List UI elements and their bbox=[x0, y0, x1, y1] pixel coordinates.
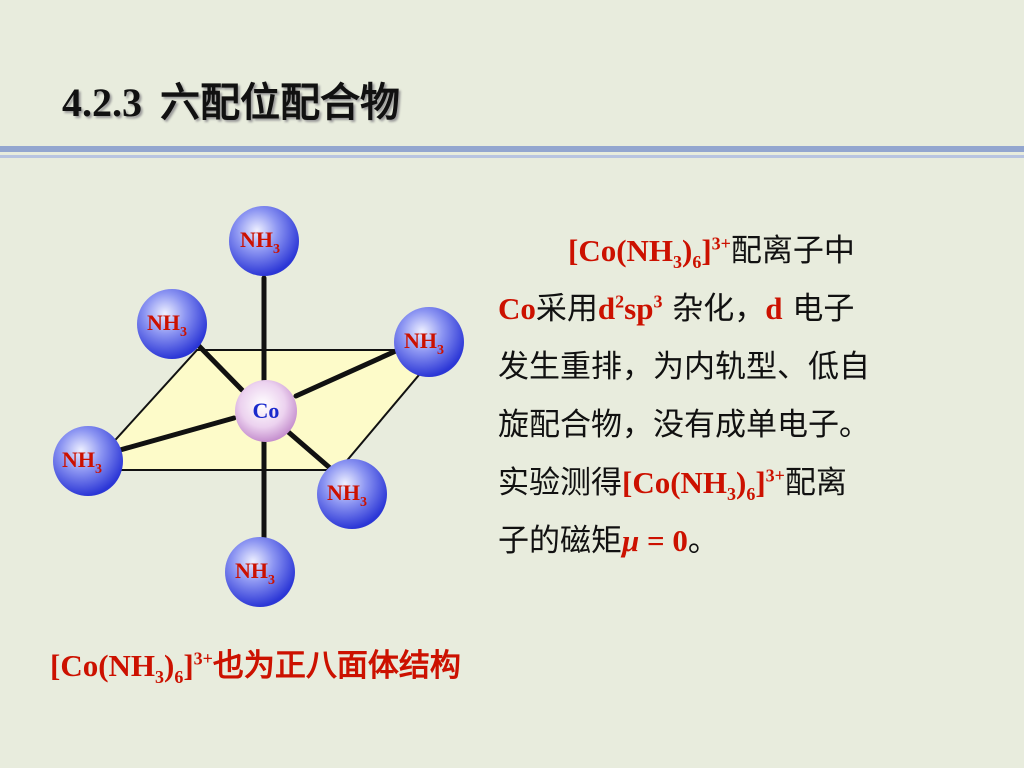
svg-text:NH3: NH3 bbox=[327, 480, 367, 510]
ligand-bottom: NH3 bbox=[225, 537, 295, 607]
desc-line-3: 发生重排，为内轨型、低自 bbox=[498, 349, 870, 385]
center-ball bbox=[235, 380, 297, 442]
octahedral-diagram: NH3 NH3 NH3 NH3 NH3 NH3 Co bbox=[53, 206, 464, 607]
page-title: 4.2.3 六配位配合物 bbox=[62, 70, 400, 128]
ligand-ball bbox=[229, 206, 299, 276]
ligand-lower-right: NH3 bbox=[317, 459, 387, 529]
desc-line-5: 实验测得[Co(NH3)6]3+配离 bbox=[498, 465, 847, 505]
ligand-ball bbox=[225, 537, 295, 607]
ligand-upper-left: NH3 bbox=[137, 289, 207, 359]
bonds bbox=[117, 275, 401, 541]
svg-text:NH3: NH3 bbox=[235, 558, 275, 588]
section-title: 六配位配合物 bbox=[160, 79, 400, 126]
ligand-ball bbox=[317, 459, 387, 529]
ligand-ball bbox=[394, 307, 464, 377]
central-atom: Co bbox=[235, 380, 297, 442]
ligand-upper-right: NH3 bbox=[394, 307, 464, 377]
title-underline-thin bbox=[0, 155, 1024, 158]
bond-lower-left bbox=[117, 415, 237, 453]
description-text: [Co(NH3)6]3+配离子中 Co采用d2sp3 杂化，d 电子 发生重排，… bbox=[498, 222, 978, 570]
ligand-ball bbox=[53, 426, 123, 496]
svg-text:NH3: NH3 bbox=[240, 227, 280, 257]
desc-line-2: Co采用d2sp3 杂化，d 电子 bbox=[498, 291, 855, 327]
desc-line-6: 子的磁矩μ = 0。 bbox=[498, 523, 719, 559]
bond-upper-right bbox=[293, 347, 401, 399]
svg-text:NH3: NH3 bbox=[404, 328, 444, 358]
ligand-lower-left: NH3 bbox=[53, 426, 123, 496]
desc-line-4: 旋配合物，没有成单电子。 bbox=[498, 407, 870, 443]
ligand-ball bbox=[137, 289, 207, 359]
center-label: Co bbox=[253, 398, 280, 423]
ligand-top: NH3 bbox=[229, 206, 299, 276]
svg-text:NH3: NH3 bbox=[62, 447, 102, 477]
bond-upper-left bbox=[195, 342, 245, 393]
section-number: 4.2.3 bbox=[62, 80, 142, 125]
bond-lower-right bbox=[283, 427, 333, 471]
structure-caption: [Co(NH3)6]3+也为正八面体结构 bbox=[50, 648, 461, 688]
title-underline bbox=[0, 146, 1024, 152]
svg-text:NH3: NH3 bbox=[147, 310, 187, 340]
desc-line-1: [Co(NH3)6]3+配离子中 bbox=[568, 233, 855, 273]
mu-symbol: μ bbox=[622, 523, 640, 558]
